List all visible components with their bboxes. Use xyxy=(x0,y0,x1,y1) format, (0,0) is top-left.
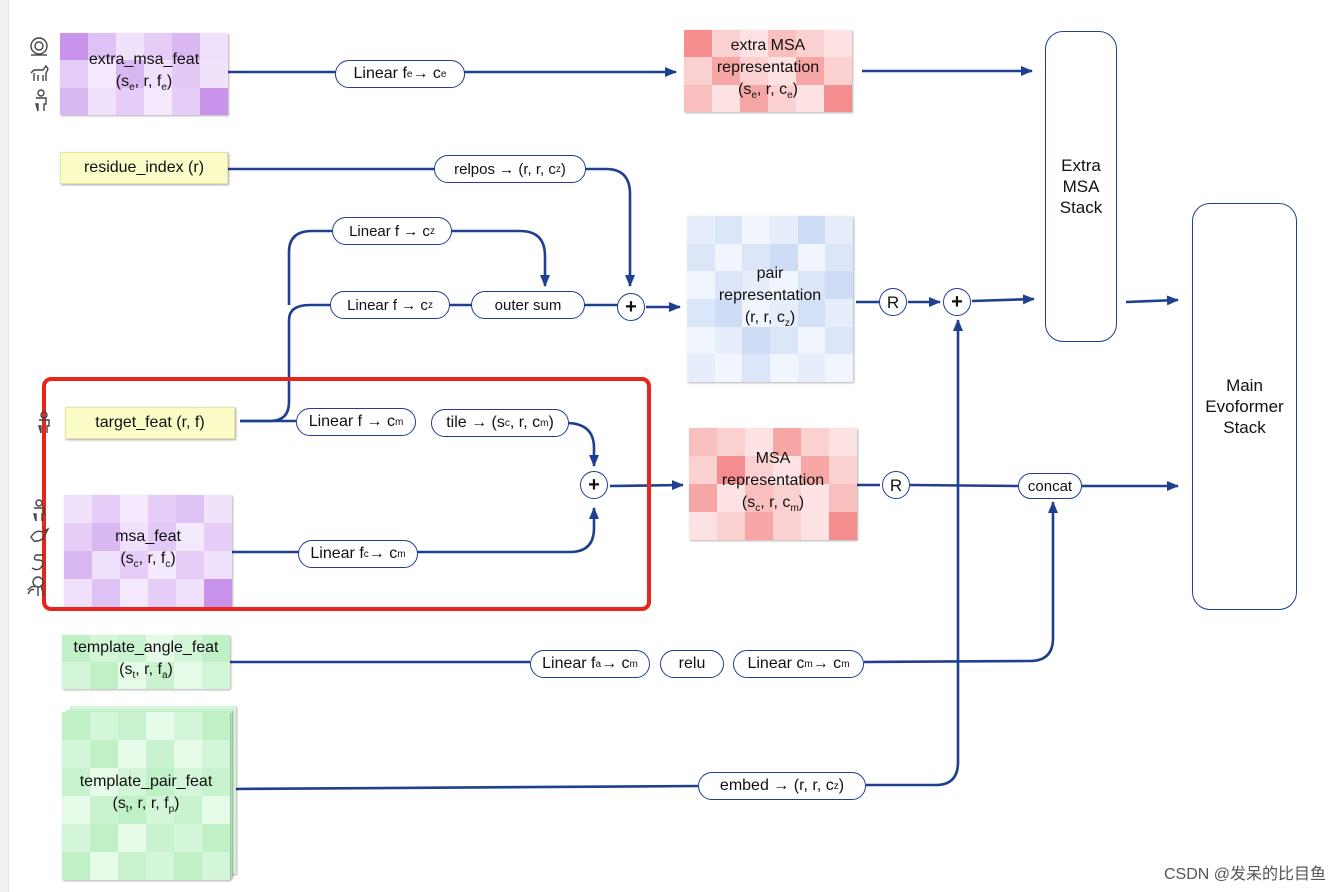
target-feat-block: target_feat (r, f) xyxy=(65,407,235,439)
msa-feat-block: msa_feat (sc, r, fc) xyxy=(64,495,232,607)
msa-feat-shape: (sc, r, fc) xyxy=(120,550,176,570)
extra-msa-repr-shape: (se, r, ce) xyxy=(737,81,798,101)
recycle-operator-pair: R xyxy=(879,288,907,316)
template-angle-feat-block: template_angle_feat (st, r, fa) xyxy=(62,635,230,689)
octopus-icon xyxy=(27,576,45,597)
arrow-template-pair xyxy=(231,784,699,791)
arrow-angle-to-concat xyxy=(863,501,1058,664)
template-angle-feat-shape: (st, r, fa) xyxy=(119,661,173,681)
snake-icon xyxy=(31,554,44,571)
extra-msa-feat-block: extra_msa_feat (se, r, fe) xyxy=(60,33,228,115)
msa-repr-label: MSA representation xyxy=(721,450,825,489)
arrow-r-to-concat xyxy=(909,483,1019,488)
recycle-operator-msa: R xyxy=(882,471,910,499)
arrow-tile-to-plus xyxy=(565,421,599,467)
arrow-plus-to-stack xyxy=(971,294,1035,305)
red-heatmap xyxy=(689,428,857,540)
op-concat: concat xyxy=(1018,473,1082,499)
extra-msa-feat-label: extra_msa_feat xyxy=(88,51,200,68)
template-pair-feat-label: template_pair_feat xyxy=(79,773,213,790)
extra-msa-stack: Extra MSA Stack xyxy=(1045,31,1117,342)
purple-heatmap xyxy=(60,33,228,115)
pair-representation: pair representation (r, r, cz) xyxy=(687,216,853,382)
arrow-extra-stack-to-main xyxy=(1125,295,1179,306)
blue-heatmap xyxy=(687,216,853,382)
bird-icon xyxy=(30,527,50,542)
residue-index-block: residue_index (r) xyxy=(60,152,228,184)
plus-operator-pair: + xyxy=(617,293,645,321)
template-angle-feat-label: template_angle_feat xyxy=(73,639,219,656)
extra-msa-feat-shape: (se, r, fe) xyxy=(115,73,173,93)
person-icon xyxy=(35,89,47,112)
arrow-relpos xyxy=(226,167,635,287)
pair-repr-label: pair representation xyxy=(718,265,822,304)
arrow-plus-to-msa xyxy=(609,480,684,491)
plus-operator-template: + xyxy=(943,288,971,316)
msa-repr-shape: (sc, r, cm) xyxy=(741,494,805,514)
main-evoformer-stack-label: Main Evoformer Stack xyxy=(1205,376,1284,437)
template-pair-feat-block: template_pair_feat (st, r, r, fp) xyxy=(62,712,230,880)
plus-operator-msa: + xyxy=(580,471,608,499)
red-heatmap xyxy=(684,30,852,112)
extra-msa-representation: extra MSA representation (se, r, ce) xyxy=(684,30,852,112)
template-pair-feat-shape: (st, r, r, fp) xyxy=(112,795,180,815)
op-relu: relu xyxy=(660,650,724,678)
left-margin-strip xyxy=(0,0,9,892)
msa-feat-label: msa_feat xyxy=(115,528,181,545)
arrow-embed-to-plus xyxy=(866,319,963,787)
residue-index-label: residue_index (r) xyxy=(83,159,205,176)
person-icon xyxy=(38,411,50,434)
snail-icon xyxy=(30,37,48,56)
msa-representation: MSA representation (sc, r, cm) xyxy=(689,428,857,540)
arrow-msa-feat xyxy=(232,507,599,554)
purple-heatmap xyxy=(64,495,232,607)
watermark: CSDN @发呆的比目鱼 xyxy=(1163,866,1326,883)
green-heatmap xyxy=(62,712,230,880)
extra-msa-stack-label: Extra MSA Stack xyxy=(1059,156,1103,217)
extra-msa-repr-label: extra MSA representation xyxy=(716,37,820,76)
target-feat-label: target_feat (r, f) xyxy=(95,414,205,431)
main-evoformer-stack: Main Evoformer Stack xyxy=(1192,203,1297,610)
highlight-box xyxy=(42,377,651,611)
dog-icon xyxy=(30,64,49,81)
person-icon xyxy=(33,499,45,522)
op-outer-sum: outer sum xyxy=(471,291,585,319)
green-heatmap xyxy=(62,635,230,689)
pair-repr-shape: (r, r, cz) xyxy=(744,309,796,329)
